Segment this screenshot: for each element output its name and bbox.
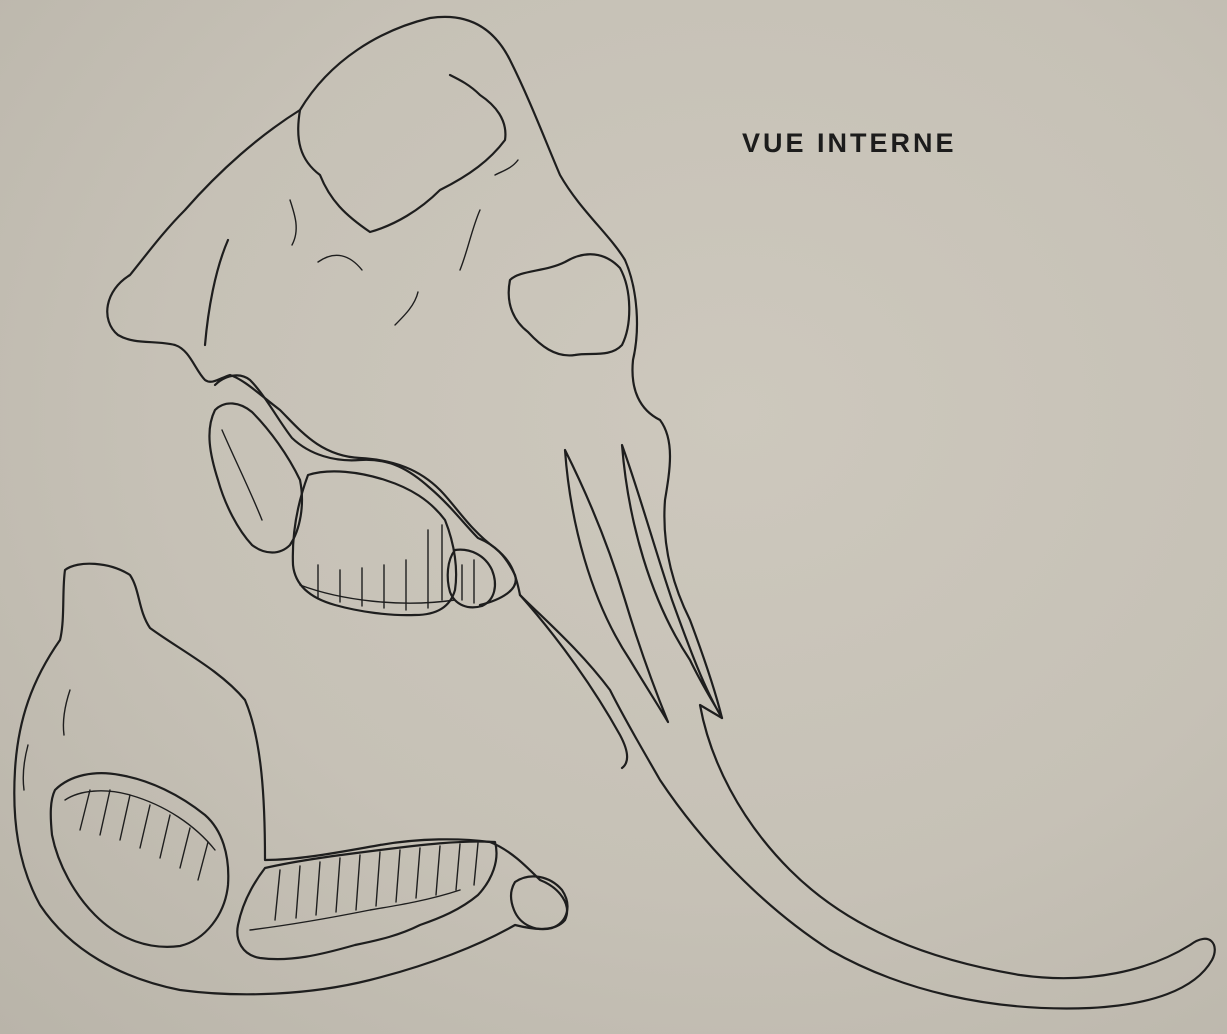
- mandible-inner-line: [63, 690, 70, 735]
- lower-molar-2-lamella-10: [456, 844, 460, 890]
- premaxilla-edge: [520, 595, 627, 768]
- upper-molar-1: [209, 403, 302, 552]
- lower-molar-1-lamella-1: [80, 790, 90, 830]
- lower-molar-2-lamella-6: [376, 852, 380, 906]
- frontal-ridge: [205, 240, 228, 345]
- mandible-outline: [14, 564, 567, 995]
- tusk-socket-right: [622, 445, 722, 718]
- suture-line-5: [495, 160, 518, 175]
- occipital-bump: [298, 75, 505, 232]
- lower-molar-2-lamella-2: [296, 866, 300, 918]
- lower-molar-1-lamella-6: [180, 828, 190, 868]
- lower-molar-1-lamella-7: [198, 842, 208, 880]
- lower-molar-2-lamella-11: [474, 843, 478, 885]
- suture-line-3: [395, 292, 418, 325]
- mandible-inner-line-2: [23, 745, 28, 790]
- nasal-opening: [509, 254, 630, 355]
- lower-molar-2-lamella-9: [436, 846, 440, 895]
- lower-molar-1-lamella-3: [120, 795, 130, 840]
- lower-molar-2-lamella-1: [275, 870, 280, 920]
- lower-molar-1-lamella-2: [100, 790, 110, 835]
- lower-molar-1: [51, 773, 229, 947]
- mandible-symphysis: [511, 876, 567, 929]
- lower-molar-1-lamella-4: [140, 805, 150, 848]
- lower-molar-2-lamella-3: [316, 862, 320, 915]
- suture-line-2: [318, 255, 362, 270]
- lower-molar-2-lamella-4: [336, 858, 340, 912]
- lower-molar-2-lamella-7: [396, 850, 400, 902]
- lower-molar-2-wear: [250, 890, 460, 930]
- lower-molar-1-lamella-5: [160, 815, 170, 858]
- lower-molar-2-lamella-8: [416, 848, 420, 898]
- suture-line-4: [460, 210, 480, 270]
- upper-jaw-outline: [215, 375, 516, 605]
- lower-molar-2-lamella-5: [356, 855, 360, 910]
- suture-line-1: [290, 200, 296, 245]
